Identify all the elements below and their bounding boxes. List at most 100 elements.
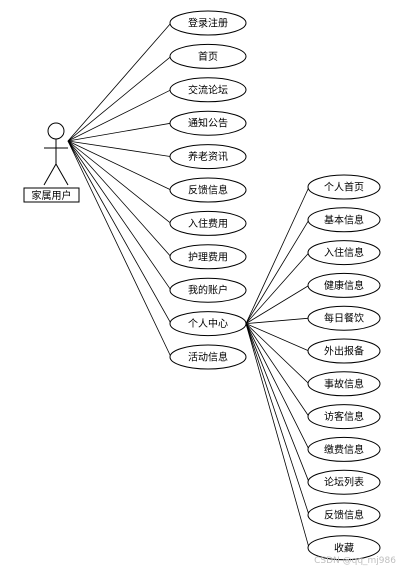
sub-use-case-9-label: 论坛列表 [324, 476, 364, 489]
sub-use-case-5-label: 外出报备 [324, 345, 364, 358]
association-line-actor-9 [67, 140, 172, 324]
use-case-8-ellipse [169, 277, 247, 303]
association-line-actor-5 [67, 140, 172, 191]
sub-use-case-0-ellipse [307, 174, 381, 200]
use-case-7-label: 护理费用 [188, 250, 228, 263]
use-case-6-label: 入住费用 [188, 217, 228, 230]
sub-use-case-6: 事故信息 [307, 371, 381, 397]
use-case-4-label: 养老资讯 [188, 150, 228, 163]
sub-use-case-3: 健康信息 [307, 272, 381, 298]
sub-use-case-10: 反馈信息 [307, 502, 381, 528]
association-lines [67, 22, 310, 548]
association-line-pc-1 [245, 219, 310, 324]
use-case-9: 个人中心 [169, 311, 247, 337]
use-case-1-ellipse [169, 43, 247, 69]
use-case-2-label: 交流论坛 [188, 83, 228, 96]
sub-use-case-1-label: 基本信息 [324, 213, 364, 226]
use-case-0-ellipse [169, 10, 247, 36]
sub-use-case-0: 个人首页 [307, 174, 381, 200]
association-line-actor-2 [67, 89, 172, 142]
association-line-actor-7 [67, 140, 172, 258]
association-line-pc-2 [245, 252, 310, 324]
use-case-4: 养老资讯 [169, 144, 247, 170]
use-case-10-ellipse [169, 344, 247, 370]
association-line-pc-10 [245, 323, 310, 516]
use-case-6-ellipse [169, 210, 247, 236]
use-case-5-ellipse [169, 177, 247, 203]
association-line-actor-10 [67, 140, 172, 358]
actor-head [47, 122, 65, 140]
watermark: CSDN @qq_mj986 [314, 556, 396, 566]
association-line-pc-4 [245, 317, 310, 324]
sub-use-case-11: 收藏 [307, 535, 381, 561]
use-case-5: 反馈信息 [169, 177, 247, 203]
use-case-10-label: 活动信息 [188, 351, 228, 364]
sub-use-case-2: 入住信息 [307, 240, 381, 266]
sub-use-case-7-ellipse [307, 404, 381, 430]
association-line-actor-6 [67, 140, 172, 224]
sub-use-case-10-ellipse [307, 502, 381, 528]
association-line-pc-5 [245, 323, 310, 352]
association-line-pc-9 [245, 323, 310, 483]
sub-use-case-9-ellipse [307, 469, 381, 495]
use-case-4-ellipse [169, 144, 247, 170]
association-line-actor-0 [67, 22, 172, 142]
association-line-pc-11 [245, 323, 310, 548]
main-use-cases: 登录注册首页交流论坛通知公告养老资讯反馈信息入住费用护理费用我的账户个人中心活动… [169, 10, 247, 370]
sub-use-case-0-label: 个人首页 [324, 181, 364, 194]
sub-use-case-1-ellipse [307, 207, 381, 233]
use-case-9-ellipse [169, 311, 247, 337]
actor-label-box [23, 187, 80, 203]
sub-use-case-5: 外出报备 [307, 338, 381, 364]
association-line-actor-4 [67, 140, 172, 157]
use-case-9-label: 个人中心 [188, 317, 228, 330]
sub-use-case-11-ellipse [307, 535, 381, 561]
use-case-8: 我的账户 [169, 277, 247, 303]
use-case-10: 活动信息 [169, 344, 247, 370]
sub-use-case-7: 访客信息 [307, 404, 381, 430]
sub-use-case-2-label: 入住信息 [324, 246, 364, 259]
association-line-actor-1 [67, 56, 172, 142]
sub-use-case-4-ellipse [307, 305, 381, 331]
use-case-3-ellipse [169, 110, 247, 136]
association-line-actor-3 [67, 122, 172, 142]
personal-center-use-cases: 个人首页基本信息入住信息健康信息每日餐饮外出报备事故信息访客信息缴费信息论坛列表… [307, 174, 381, 561]
sub-use-case-7-label: 访客信息 [324, 410, 364, 423]
use-case-2-ellipse [169, 77, 247, 103]
association-line-pc-6 [245, 323, 310, 385]
sub-use-case-5-ellipse [307, 338, 381, 364]
use-case-2: 交流论坛 [169, 77, 247, 103]
sub-use-case-4: 每日餐饮 [307, 305, 381, 331]
association-line-pc-7 [245, 323, 310, 417]
sub-use-case-10-label: 反馈信息 [324, 509, 364, 522]
use-case-6: 入住费用 [169, 210, 247, 236]
sub-use-case-6-ellipse [307, 371, 381, 397]
sub-use-case-8-label: 缴费信息 [324, 443, 364, 456]
use-case-8-label: 我的账户 [188, 284, 228, 297]
sub-use-case-11-label: 收藏 [334, 541, 354, 554]
sub-use-case-9: 论坛列表 [307, 469, 381, 495]
use-case-7-ellipse [169, 244, 247, 270]
association-line-actor-8 [67, 140, 172, 291]
sub-use-case-1: 基本信息 [307, 207, 381, 233]
actor-left-leg [43, 163, 57, 186]
use-case-3: 通知公告 [169, 110, 247, 136]
association-line-pc-3 [245, 285, 310, 324]
use-case-7: 护理费用 [169, 244, 247, 270]
sub-use-case-3-label: 健康信息 [324, 279, 364, 292]
use-case-5-label: 反馈信息 [188, 184, 228, 197]
sub-use-case-8-ellipse [307, 436, 381, 462]
use-case-3-label: 通知公告 [188, 117, 228, 130]
actor-family-user: 家属用户 [23, 122, 80, 203]
use-case-0: 登录注册 [169, 10, 247, 36]
association-line-pc-0 [245, 186, 310, 324]
sub-use-case-6-label: 事故信息 [324, 377, 364, 390]
use-case-1: 首页 [169, 43, 247, 69]
sub-use-case-3-ellipse [307, 272, 381, 298]
actor-right-leg [55, 163, 69, 186]
sub-use-case-8: 缴费信息 [307, 436, 381, 462]
actor-label: 家属用户 [32, 189, 72, 202]
use-case-0-label: 登录注册 [188, 17, 228, 30]
association-line-pc-8 [245, 323, 310, 450]
